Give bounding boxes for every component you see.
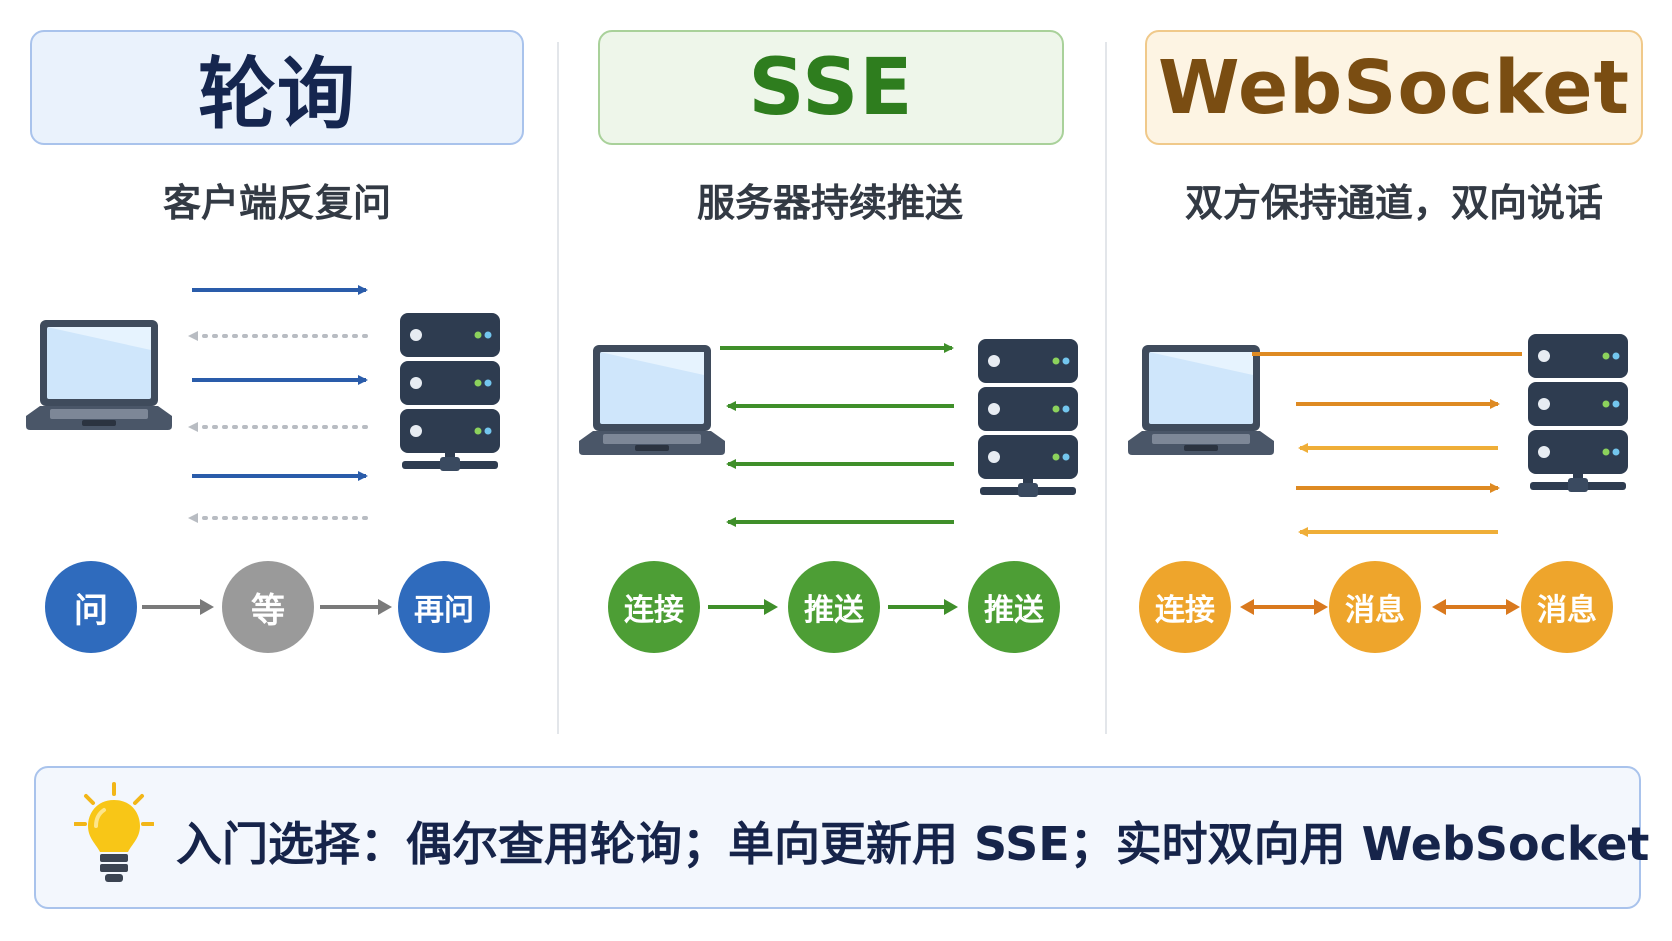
- flow-arrow: [320, 599, 392, 615]
- polling-step-ask: 问: [45, 561, 137, 653]
- sse-column: SSE 服务器持续推送 连接 推送 推送: [560, 0, 1090, 740]
- flow-arrow: [708, 599, 778, 615]
- polling-diagram: [26, 285, 500, 523]
- tip-box: 入门选择：偶尔查用轮询；单向更新用 SSE；实时双向用 WebSocket: [34, 766, 1649, 909]
- polling-title-box: 轮询: [30, 30, 524, 145]
- server-icon: [978, 339, 1078, 497]
- sse-title: SSE: [748, 42, 914, 133]
- column-divider: [1105, 42, 1107, 734]
- websocket-column: WebSocket 双方保持通道，双向说话 连接 消息: [1110, 0, 1672, 740]
- laptop-icon: [579, 345, 725, 455]
- server-icon: [400, 313, 500, 471]
- sse-step-push: 推送: [968, 561, 1060, 653]
- laptop-icon: [26, 320, 172, 430]
- websocket-diagram: [1128, 334, 1628, 537]
- sse-step-push: 推送: [788, 561, 880, 653]
- websocket-subtitle: 双方保持通道，双向说话: [1184, 181, 1603, 225]
- websocket-title: WebSocket: [1158, 44, 1630, 131]
- sse-diagram: [579, 339, 1078, 527]
- sse-step-connect: 连接: [608, 561, 700, 653]
- websocket-step-message: 消息: [1521, 561, 1613, 653]
- flow-arrow: [888, 599, 958, 615]
- flow-arrow: [142, 599, 214, 615]
- polling-column: 轮询 客户端反复问 问 等 再问: [0, 0, 530, 740]
- websocket-step-connect: 连接: [1139, 561, 1231, 653]
- column-divider: [557, 42, 559, 734]
- websocket-title-box: WebSocket: [1145, 30, 1643, 145]
- polling-subtitle: 客户端反复问: [162, 181, 391, 225]
- bidirectional-arrow: [1240, 599, 1328, 615]
- sse-subtitle: 服务器持续推送: [696, 181, 963, 225]
- websocket-step-message: 消息: [1329, 561, 1421, 653]
- polling-title: 轮询: [197, 49, 356, 140]
- polling-step-ask-again: 再问: [398, 561, 490, 653]
- polling-step-wait: 等: [222, 561, 314, 653]
- tip-text: 入门选择：偶尔查用轮询；单向更新用 SSE；实时双向用 WebSocket: [176, 817, 1650, 871]
- lightbulb-icon: [74, 782, 154, 882]
- sse-title-box: SSE: [598, 30, 1064, 145]
- server-icon: [1528, 334, 1628, 492]
- laptop-icon: [1128, 345, 1274, 455]
- bidirectional-arrow: [1432, 599, 1520, 615]
